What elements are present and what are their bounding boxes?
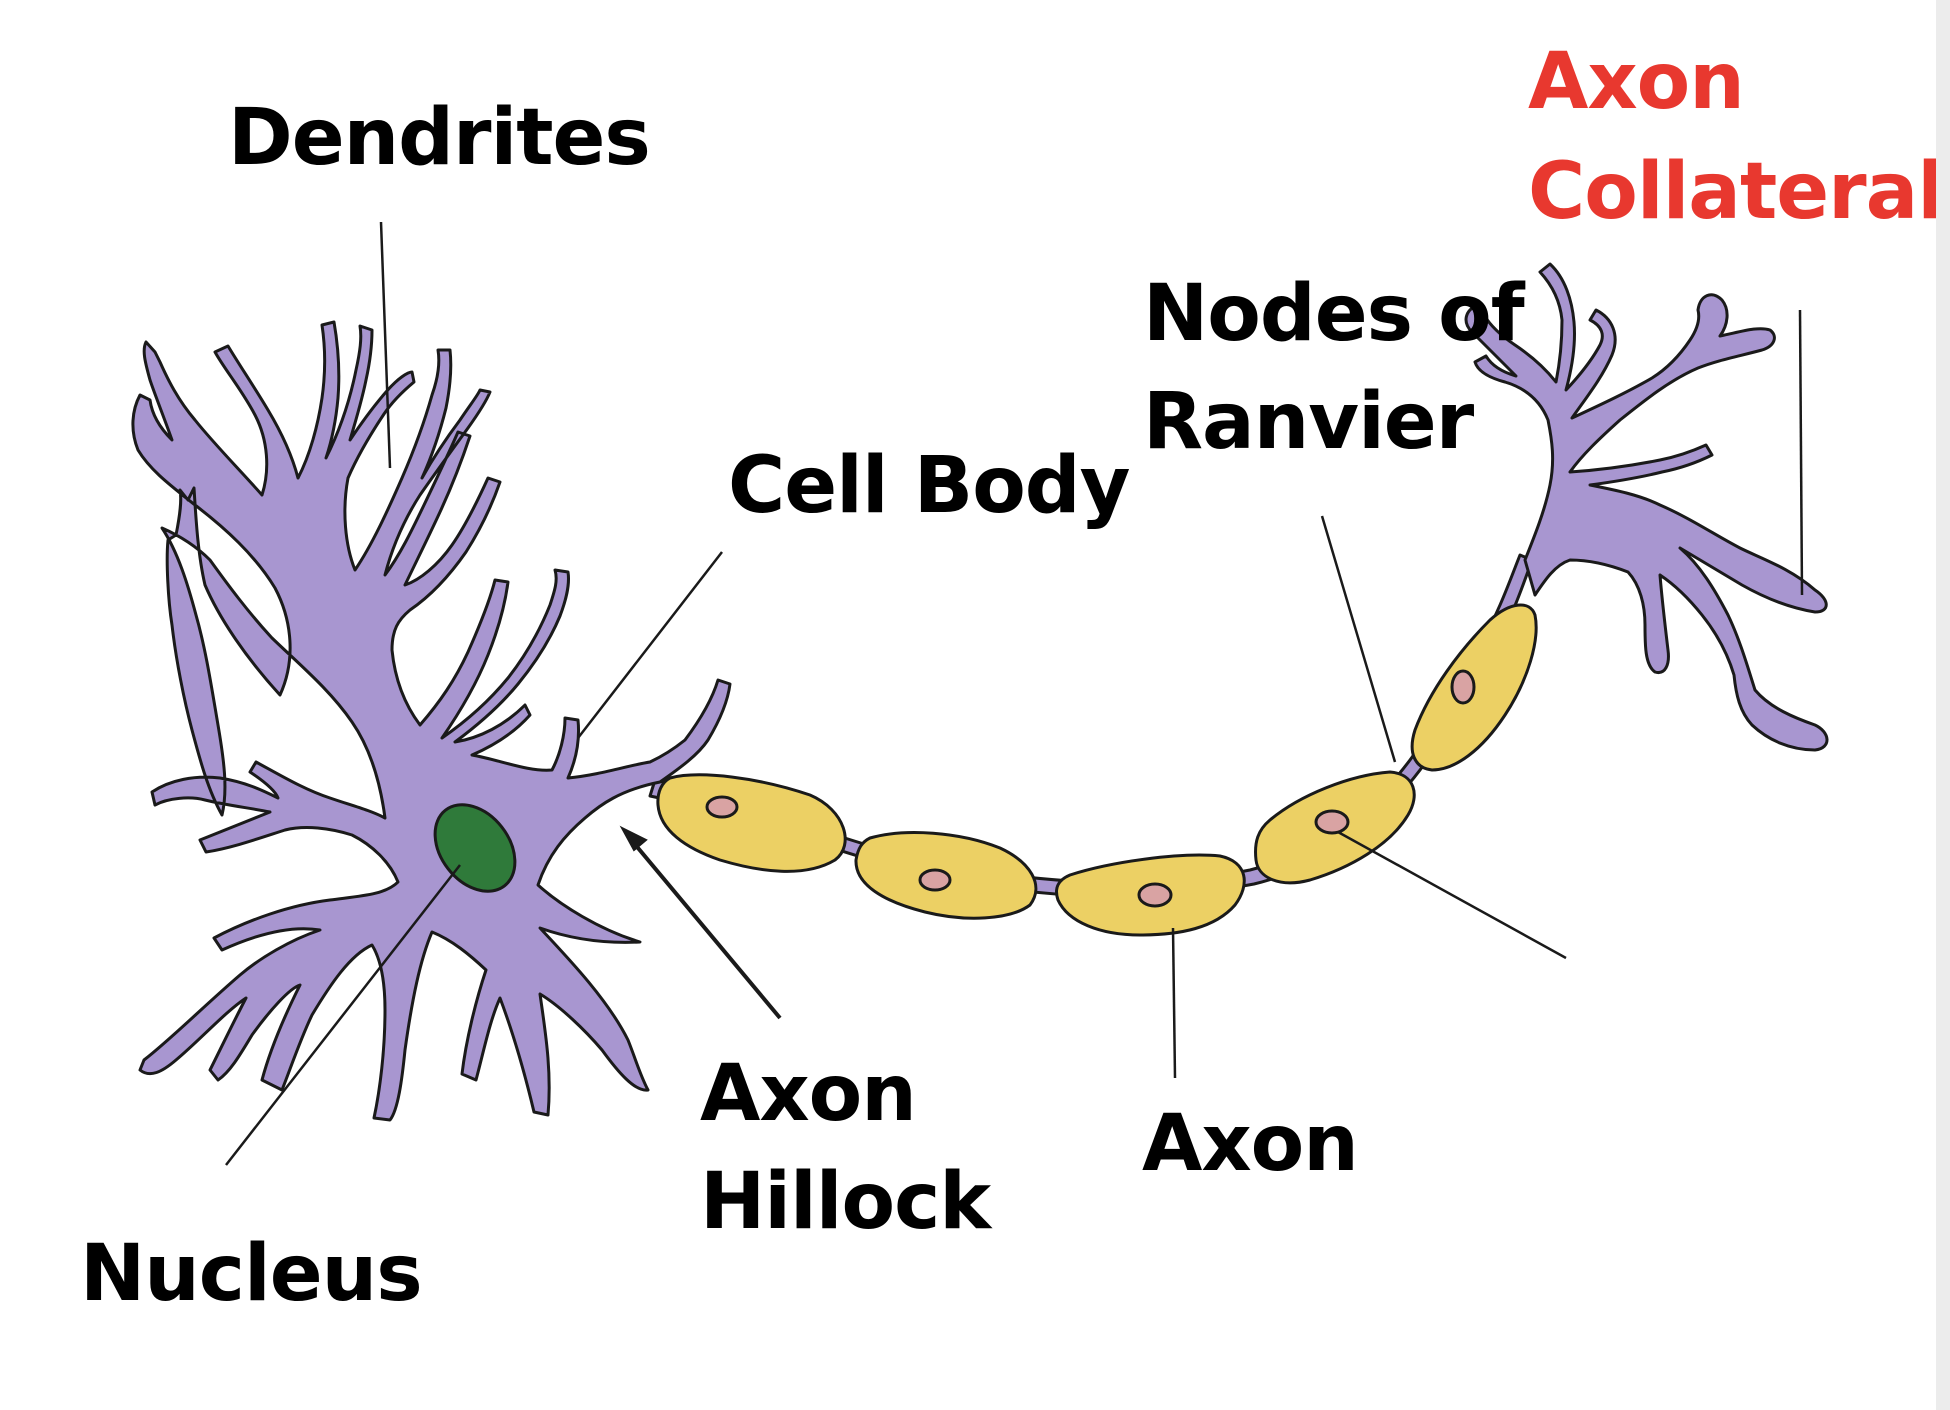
myelin-nucleus-5 xyxy=(1450,669,1476,705)
nucleus-leader-line xyxy=(225,864,461,1166)
myelin-nucleus-2 xyxy=(918,868,952,892)
axon-collaterals-leader-line xyxy=(1798,309,1804,596)
label-nodes-of-ranvier-line1: Nodes of xyxy=(1143,269,1525,359)
nodes-of-ranvier-leader-line xyxy=(1320,515,1397,763)
label-nucleus: Nucleus xyxy=(80,1229,423,1319)
axon-collaterals xyxy=(1464,262,1829,752)
label-nodes-of-ranvier-line2: Ranvier xyxy=(1143,377,1474,467)
axon-hillock-arrowhead xyxy=(619,825,648,852)
myelin-nucleus-1 xyxy=(705,795,739,819)
leader-lines xyxy=(225,221,1804,1166)
label-axon-hillock-line1: Axon xyxy=(700,1049,917,1139)
label-cell-body: Cell Body xyxy=(728,441,1130,531)
myelin-nucleus-3 xyxy=(1137,882,1173,908)
label-axon-collaterals-line2: Collaterals xyxy=(1528,147,1950,237)
cell-body-leader-line xyxy=(577,551,723,739)
schwann-cell-1 xyxy=(656,773,847,873)
cell-body-with-dendrites xyxy=(131,320,732,1122)
myelin-sheath xyxy=(656,603,1538,937)
label-axon-collaterals-line1: Axon xyxy=(1528,37,1745,127)
neuron-illustration xyxy=(131,262,1829,1122)
axon-leader-line xyxy=(1171,927,1177,1079)
label-axon: Axon xyxy=(1142,1099,1359,1189)
dendrites-leader-line xyxy=(379,221,392,469)
label-axon-hillock-line2: Hillock xyxy=(700,1157,991,1247)
myelin-nucleus-4 xyxy=(1314,809,1350,835)
right-edge-bar xyxy=(1936,0,1950,1410)
myelin-leader-line xyxy=(1337,830,1567,960)
axon-hillock-pointer-line xyxy=(626,834,782,1020)
label-dendrites: Dendrites xyxy=(228,93,651,183)
